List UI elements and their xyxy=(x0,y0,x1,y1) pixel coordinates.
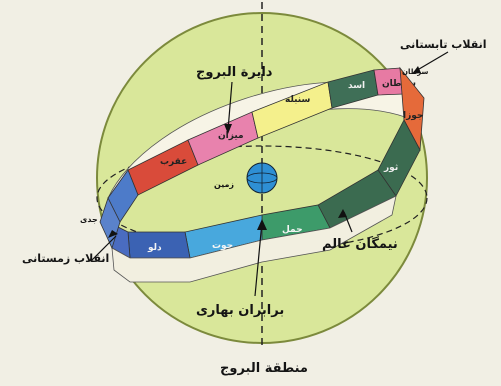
segment-label-sonboleh: سنبله xyxy=(285,95,310,105)
earth-globe xyxy=(247,163,277,193)
segment-label-asad: اسد xyxy=(348,81,365,91)
label-capricorn: جدی xyxy=(80,215,98,224)
segment-label-dalv: دلو xyxy=(147,243,162,253)
segment-label-hamal: حمل xyxy=(282,225,303,235)
label-vernal-equinox: برابران بهاری xyxy=(196,303,284,318)
segment-label-aqrab: عقرب xyxy=(160,157,187,167)
label-winter-solstice: انقلاب زمستانی xyxy=(22,252,109,265)
label-cancer: سرطان xyxy=(402,68,429,76)
segment-label-sowr: ثور xyxy=(383,163,398,173)
diagram-caption: منطقة البروج xyxy=(220,361,308,376)
earth-label: زمین xyxy=(214,180,234,189)
segment-label-hut: حوت xyxy=(212,241,233,251)
segment-label-jowza: جوزا xyxy=(403,111,423,121)
segment-label-mizan: میزان xyxy=(218,131,244,141)
label-ecliptic-circle: دايرة البروج xyxy=(196,65,273,80)
label-summer-solstice: انقلاب تابستانی xyxy=(400,38,487,51)
label-celestial-equator: نیمگان عالم xyxy=(322,236,398,252)
